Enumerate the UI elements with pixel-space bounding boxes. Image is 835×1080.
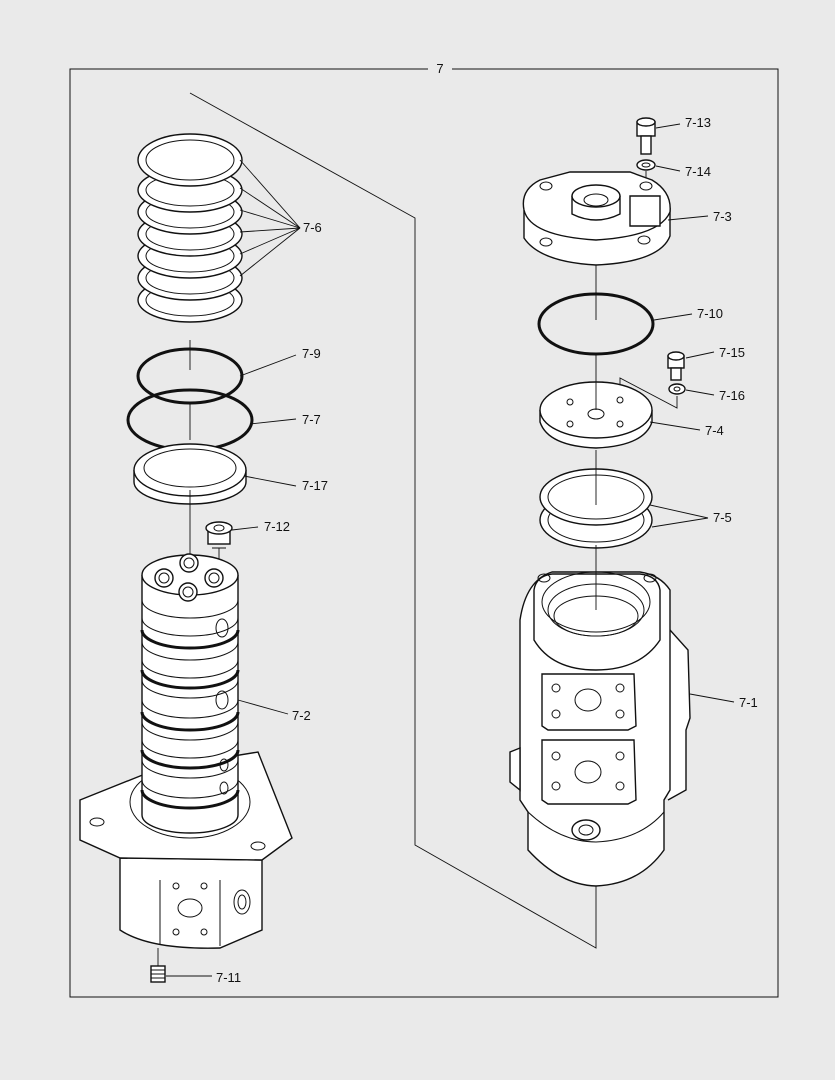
label-7-16: 7-16 (719, 388, 745, 403)
leader-lines-7-6 (239, 159, 301, 277)
washer-7-14 (636, 159, 656, 171)
bolt-7-15 (667, 351, 685, 381)
bolt-7-13 (636, 117, 656, 155)
label-7-12: 7-12 (264, 519, 290, 534)
label-7-4: 7-4 (705, 423, 724, 438)
frame-title: 7 (436, 61, 443, 76)
rotor-shaft-7-2 (79, 553, 293, 949)
cover-7-3 (522, 171, 671, 266)
label-7-14: 7-14 (685, 164, 711, 179)
label-7-10: 7-10 (697, 306, 723, 321)
housing-7-1 (509, 571, 691, 887)
label-7-9: 7-9 (302, 346, 321, 361)
label-7-6: 7-6 (303, 220, 322, 235)
assembly-connector-line (189, 92, 597, 949)
diagram-frame (69, 68, 779, 998)
washer-7-16 (668, 383, 686, 395)
label-7-13: 7-13 (685, 115, 711, 130)
seal-7-17 (133, 443, 247, 505)
plug-7-11 (150, 965, 166, 983)
label-7-1: 7-1 (739, 695, 758, 710)
label-7-2: 7-2 (292, 708, 311, 723)
label-7-3: 7-3 (713, 209, 732, 224)
label-7-5: 7-5 (713, 510, 732, 525)
label-7-17: 7-17 (302, 478, 328, 493)
label-7-11: 7-11 (216, 970, 241, 985)
seal-ring-stack-7-6 (137, 133, 243, 323)
plug-7-12 (205, 521, 233, 549)
label-7-7: 7-7 (302, 412, 321, 427)
label-7-15: 7-15 (719, 345, 745, 360)
